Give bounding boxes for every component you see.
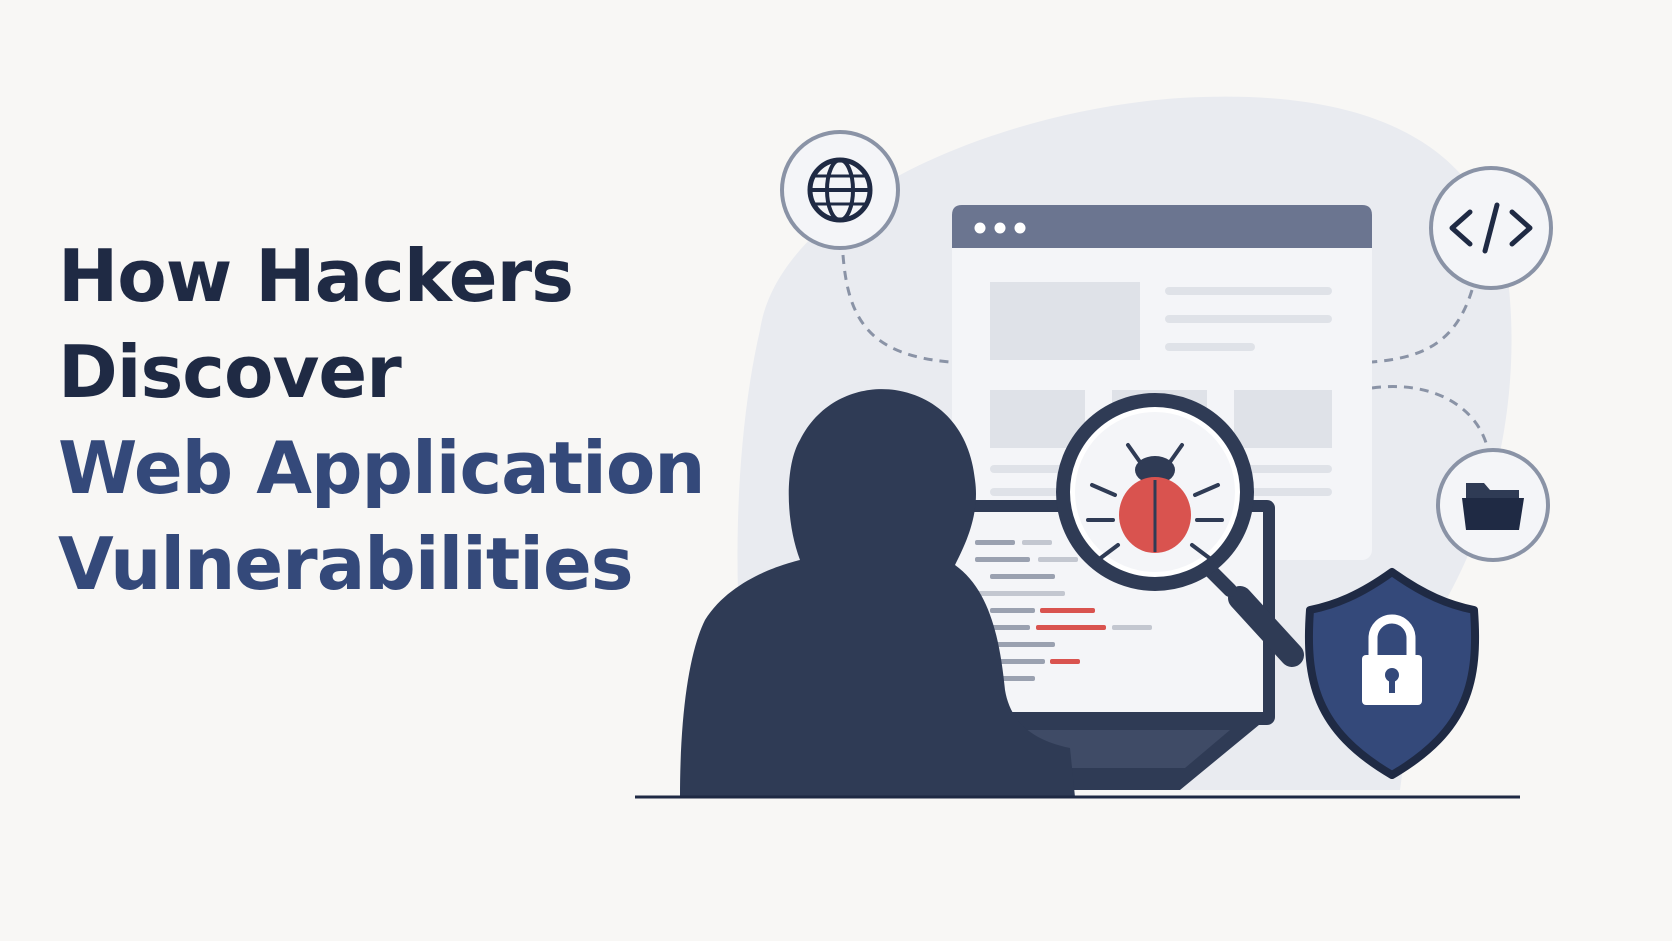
code-icon bbox=[1429, 166, 1553, 290]
headline-line-4: Vulnerabilities bbox=[58, 522, 634, 606]
bug-icon bbox=[1086, 443, 1224, 562]
globe-icon bbox=[780, 130, 900, 250]
hooded-hacker-figure bbox=[680, 389, 1075, 797]
headline: How Hackers Discover Web Application Vul… bbox=[58, 228, 706, 612]
headline-line-3: Web Application bbox=[58, 426, 706, 510]
headline-line-2: Discover bbox=[58, 330, 402, 414]
connector-folder bbox=[1371, 385, 1490, 451]
connector-globe bbox=[841, 254, 951, 364]
connector-code bbox=[1371, 289, 1474, 364]
headline-line-1: How Hackers bbox=[58, 234, 574, 318]
folder-icon bbox=[1436, 448, 1550, 562]
padlock-icon bbox=[1362, 614, 1422, 705]
